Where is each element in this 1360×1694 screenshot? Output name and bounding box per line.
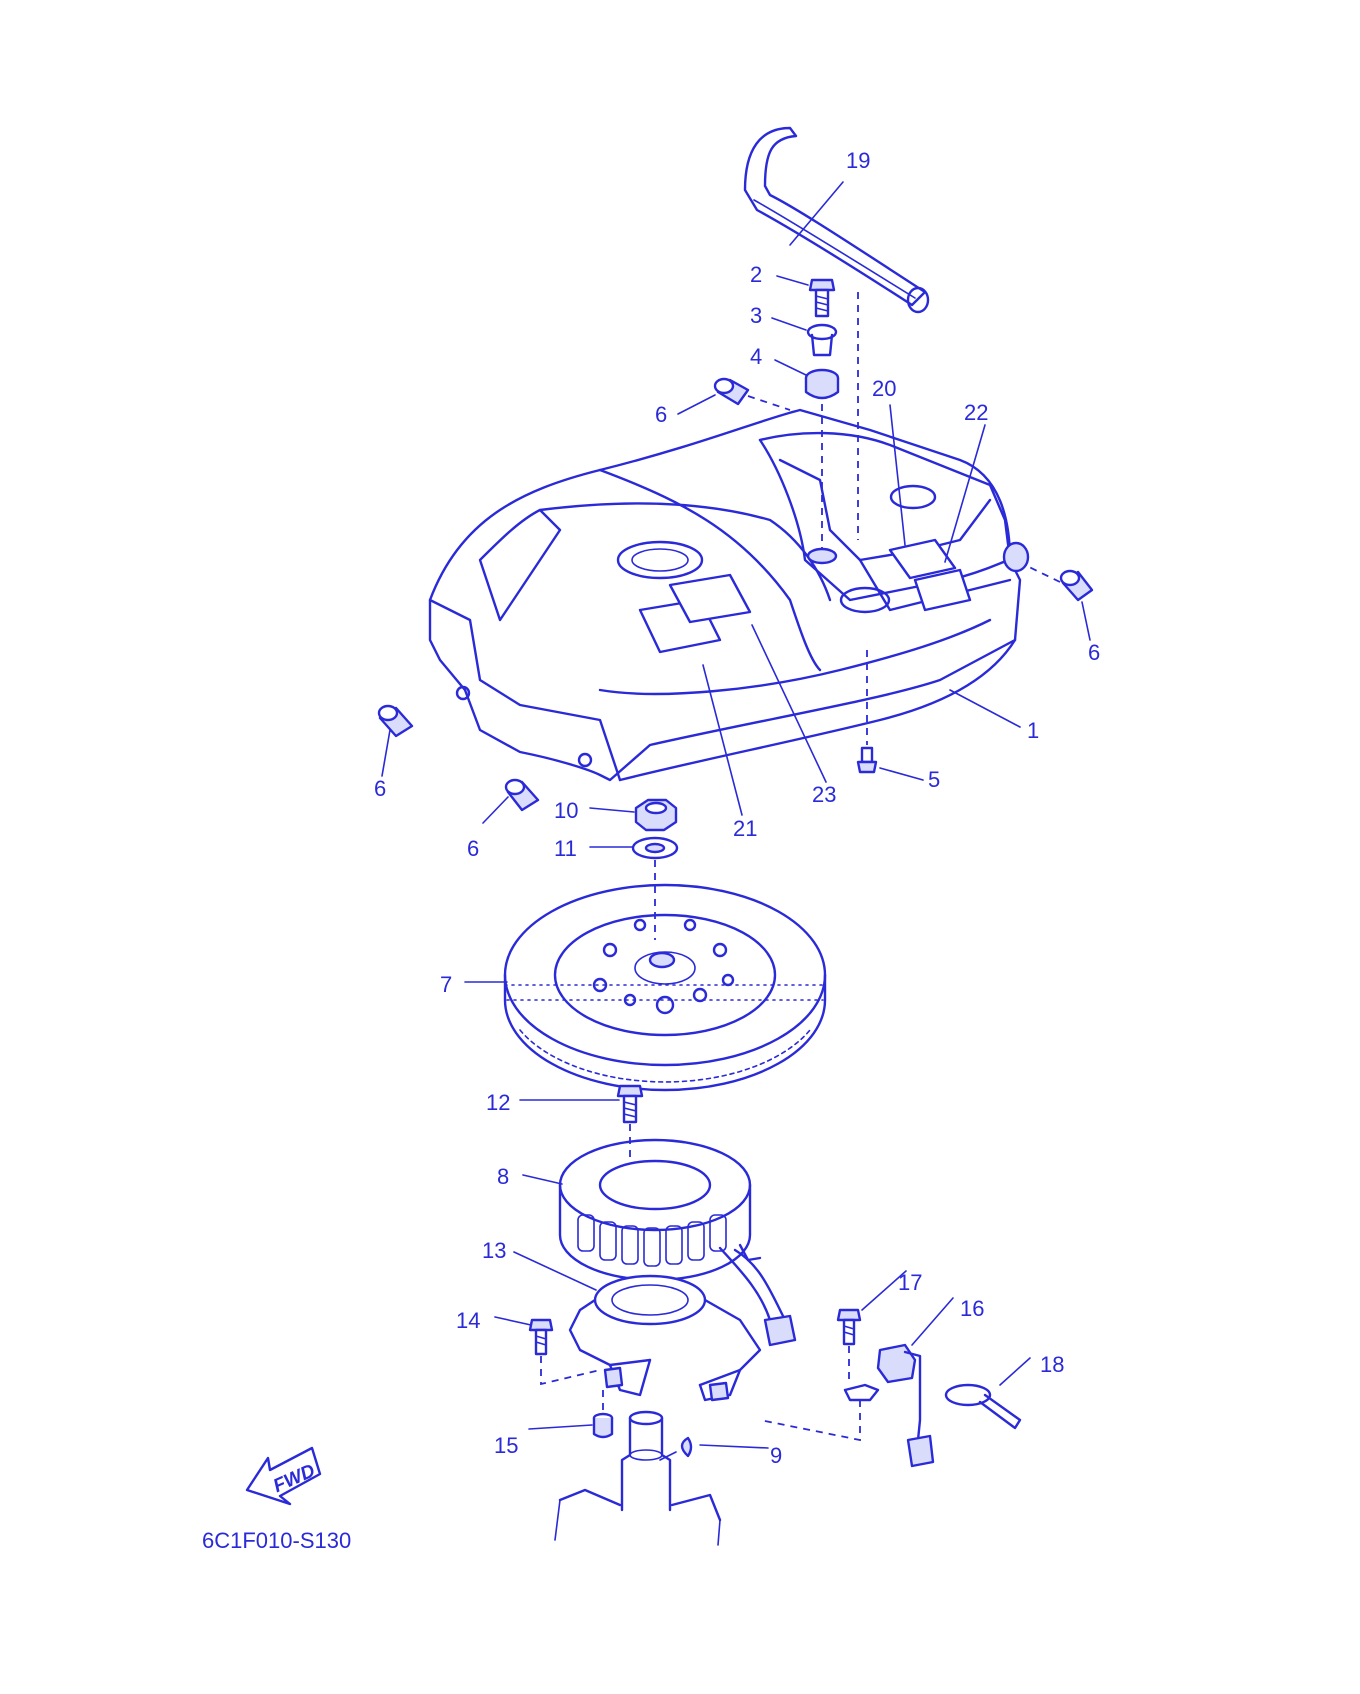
- assembly-line-6-top: [747, 395, 791, 411]
- part-23-sticker: [668, 573, 752, 624]
- part-7-flywheel: [503, 883, 827, 1092]
- part-6-grommet-bottom: [504, 778, 540, 812]
- part-12-bolt: [616, 1084, 644, 1124]
- callout-5: 5: [928, 767, 940, 792]
- callout-7: 7: [440, 972, 452, 997]
- assembly-line-6-right: [1024, 564, 1061, 583]
- part-1-flywheel-cover: [428, 408, 1030, 782]
- callout-3: 3: [750, 303, 762, 328]
- part-4-grommet: [804, 368, 840, 400]
- callout-15: 15: [494, 1433, 518, 1458]
- callout-9: 9: [770, 1443, 782, 1468]
- callout-12: 12: [486, 1090, 510, 1115]
- callout-6-bottom: 6: [467, 836, 479, 861]
- part-6-grommet-top: [713, 377, 750, 406]
- part-3-collar: [806, 323, 838, 357]
- callout-19: 19: [846, 148, 870, 173]
- part-5-screw: [856, 746, 878, 774]
- part-6-grommet-right: [1059, 569, 1094, 602]
- part-15-dowel: [592, 1412, 614, 1439]
- part-2-bolt: [808, 278, 836, 318]
- callout-23: 23: [812, 782, 836, 807]
- callout-20: 20: [872, 376, 896, 401]
- callout-4: 4: [750, 344, 762, 369]
- callout-16: 16: [960, 1296, 984, 1321]
- part-17-bolt: [836, 1308, 862, 1346]
- part-9-key: [680, 1436, 693, 1458]
- callout-13: 13: [482, 1238, 506, 1263]
- callout-11: 11: [554, 836, 577, 861]
- part-18-cable-tie: [944, 1383, 1022, 1430]
- assembly-line-14: [540, 1356, 601, 1386]
- callout-6-top: 6: [655, 402, 667, 427]
- part-13-base: [568, 1274, 762, 1402]
- part-22-label-plate: [913, 568, 972, 612]
- callout-10: 10: [554, 798, 578, 823]
- part-6-grommet-left: [377, 704, 414, 738]
- callout-1: 1: [1027, 718, 1039, 743]
- part-10-nut: [634, 798, 678, 832]
- callout-17: 17: [898, 1270, 922, 1295]
- part-16-rectifier: [759, 1343, 935, 1468]
- fwd-arrow-icon: FWD: [245, 1446, 322, 1506]
- drawing-code: 6C1F010-S130: [202, 1528, 351, 1553]
- part-11-washer: [631, 836, 679, 860]
- callout-21: 21: [733, 816, 757, 841]
- callout-22: 22: [964, 400, 988, 425]
- callout-labels: 1 2 3 4 5 6 6 6 6 7 9 8 10 11 12 13 14 1…: [374, 148, 1100, 1468]
- leader-lines: [381, 181, 1091, 1461]
- callout-6-right: 6: [1088, 640, 1100, 665]
- callout-2: 2: [750, 262, 762, 287]
- callout-6-left: 6: [374, 776, 386, 801]
- crankshaft-end: [554, 1410, 722, 1546]
- part-8-stator: [558, 1138, 797, 1347]
- part-20-label-plate: [888, 538, 957, 580]
- part-14-screw: [528, 1318, 554, 1356]
- callout-8: 8: [497, 1164, 509, 1189]
- part-19-hose: [743, 126, 930, 314]
- callout-18: 18: [1040, 1352, 1064, 1377]
- callout-14: 14: [456, 1308, 480, 1333]
